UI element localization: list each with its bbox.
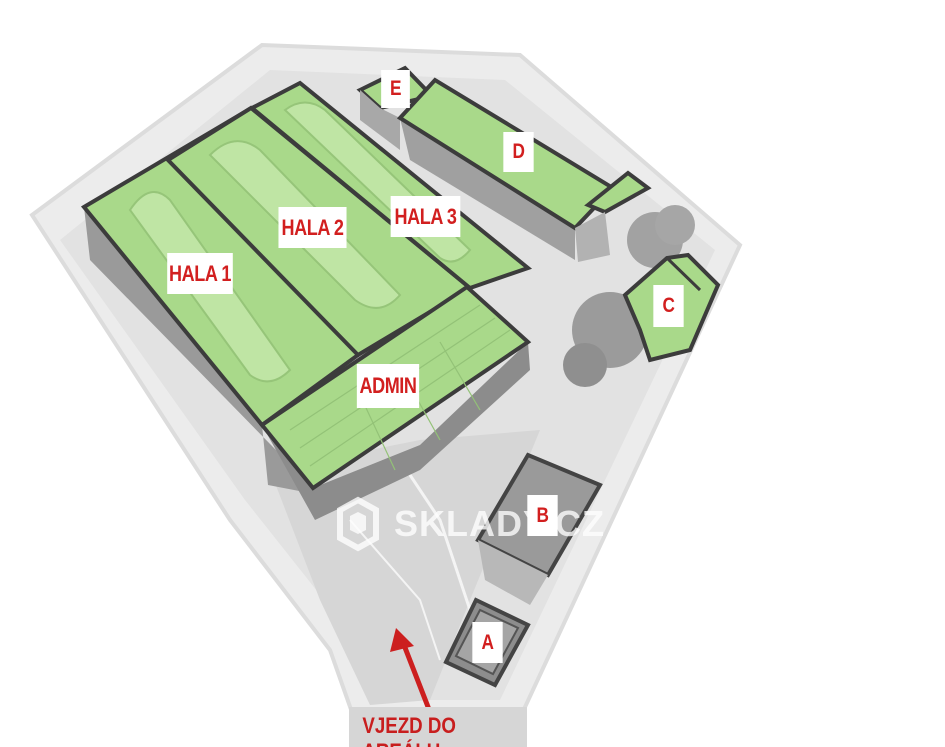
- entrance-arrow-head: [390, 628, 414, 652]
- entrance-label: VJEZD DO AREÁLU: [349, 707, 527, 747]
- building-e-wall: [360, 90, 400, 150]
- label-b: B: [527, 495, 558, 536]
- road-edge: [349, 519, 441, 661]
- road-marking: [398, 459, 472, 611]
- label-c: C: [653, 285, 684, 327]
- entrance-arrow-shaft: [401, 644, 433, 713]
- sklady-logo-icon: [337, 496, 379, 552]
- label-admin: ADMIN: [356, 364, 420, 408]
- d-wall-shadow: [400, 118, 575, 260]
- building-d-tower: [575, 212, 610, 262]
- label-hala3: HALA 3: [390, 196, 461, 237]
- label-hala2: HALA 2: [278, 207, 347, 248]
- label-e: E: [381, 70, 410, 108]
- building-d-ext: [584, 170, 652, 215]
- watermark: SKLADY.CZ: [334, 496, 605, 552]
- entrance-label-text: VJEZD DO AREÁLU: [362, 713, 456, 747]
- tree: [655, 205, 695, 245]
- tree: [563, 343, 607, 387]
- label-hala1: HALA 1: [167, 253, 233, 294]
- label-a: A: [472, 622, 503, 663]
- label-d: D: [503, 132, 534, 172]
- building-b-wall: [478, 540, 548, 605]
- building-c-ridge: [665, 256, 702, 292]
- watermark-text: SKLADY.CZ: [394, 503, 606, 544]
